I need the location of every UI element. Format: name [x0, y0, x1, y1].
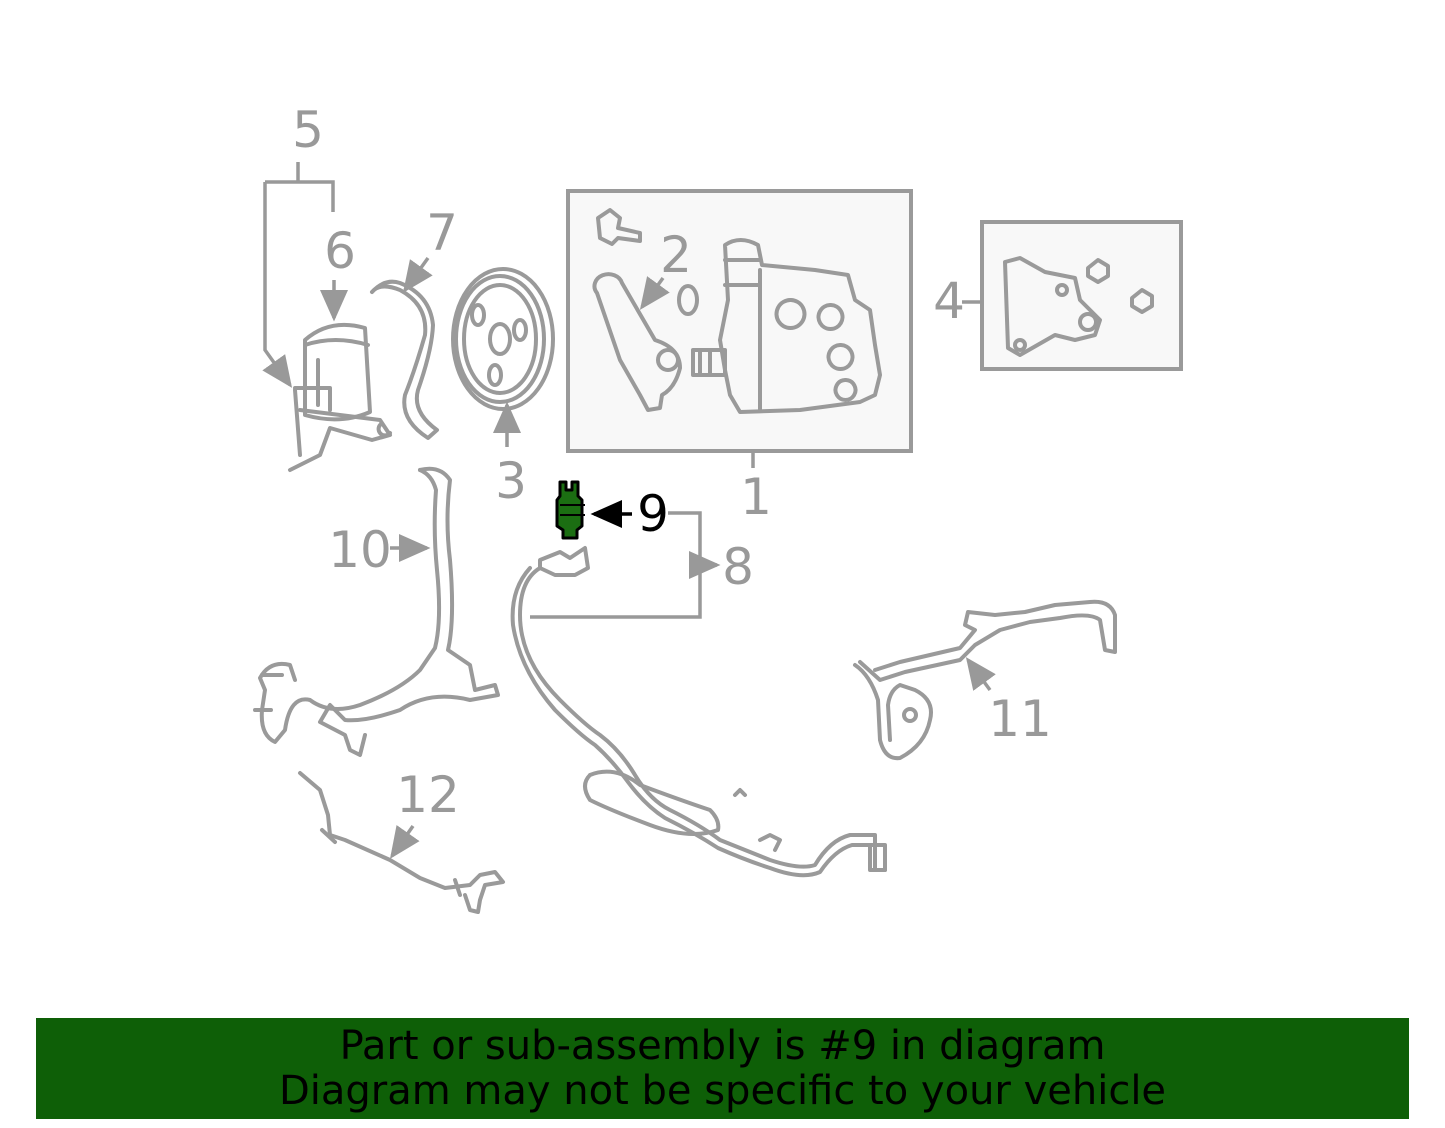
svg-text:5: 5 — [292, 101, 324, 159]
pressure-switch-9 — [555, 480, 585, 540]
svg-text:11: 11 — [988, 690, 1052, 748]
svg-text:3: 3 — [495, 452, 527, 510]
reservoir-tank — [288, 322, 392, 472]
hose-7 — [370, 279, 439, 440]
bracket-box: 4 — [933, 220, 1183, 371]
svg-text:8: 8 — [722, 538, 754, 596]
callout-2: 2 — [639, 226, 692, 310]
callout-5: 5 — [265, 101, 335, 385]
svg-text:10: 10 — [328, 521, 392, 579]
svg-text:7: 7 — [426, 204, 458, 262]
svg-text:9: 9 — [637, 485, 669, 543]
banner-line-1: Part or sub-assembly is #9 in diagram — [339, 1022, 1106, 1069]
callout-10: 10 — [328, 521, 431, 579]
parts-diagram: 5 6 7 3 1 — [253, 101, 1183, 914]
svg-text:1: 1 — [740, 468, 772, 526]
callout-3: 3 — [493, 401, 527, 510]
callout-7: 7 — [402, 204, 458, 293]
pressure-hose-8 — [510, 546, 887, 878]
callout-12: 12 — [389, 766, 460, 859]
pulley-3 — [451, 267, 555, 411]
callout-9: 9 — [590, 485, 669, 543]
banner-line-2: Diagram may not be specific to your vehi… — [278, 1067, 1167, 1114]
return-hose-10 — [253, 466, 500, 757]
tube-12 — [298, 771, 505, 914]
svg-text:12: 12 — [396, 766, 460, 824]
return-tube-11 — [853, 599, 1117, 761]
callout-6: 6 — [320, 222, 356, 322]
svg-text:6: 6 — [324, 222, 356, 280]
callout-11: 11 — [965, 657, 1052, 748]
callout-8: 8 — [530, 511, 754, 619]
svg-text:4: 4 — [933, 272, 965, 330]
pump-parts — [592, 208, 882, 414]
svg-text:2: 2 — [660, 226, 692, 284]
info-banner: Part or sub-assembly is #9 in diagram Di… — [36, 1018, 1409, 1119]
